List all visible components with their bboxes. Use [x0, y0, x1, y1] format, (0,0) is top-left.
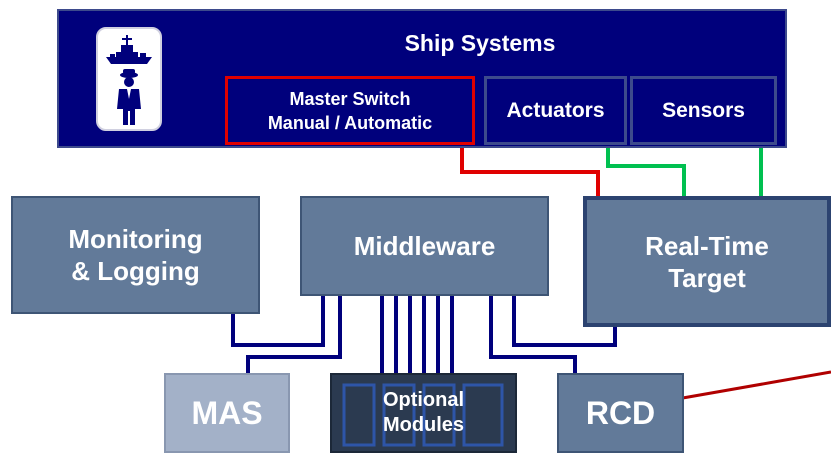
master-switch-label-2: Manual / Automatic	[267, 112, 433, 133]
actuators-box: Actuators	[484, 76, 627, 145]
rcd-link-line	[676, 370, 831, 401]
optional-label-1: Optional	[382, 389, 465, 411]
optional-modules-slots	[342, 383, 504, 447]
bus-line-realtime	[512, 296, 617, 347]
master-switch-label-1: Master Switch	[289, 88, 411, 109]
switch-line	[460, 145, 600, 196]
ship-systems-title: Ship Systems	[404, 30, 556, 56]
optional-label-2: Modules	[382, 414, 465, 436]
sensors-label: Sensors	[662, 98, 745, 122]
realtime-label-2: Target	[668, 262, 746, 293]
actuators-label: Actuators	[506, 98, 605, 122]
middleware-label: Middleware	[353, 230, 496, 261]
mas-box: MAS	[164, 373, 290, 453]
monitoring-label-2: & Logging	[71, 256, 200, 286]
actuator-line	[606, 145, 686, 196]
middleware-box: Middleware	[300, 196, 549, 296]
ship-captain-icon	[96, 27, 162, 131]
bus-line-mas	[246, 296, 342, 373]
rcd-label: RCD	[585, 394, 656, 431]
rcd-box: RCD	[557, 373, 684, 453]
master-switch-box: Master Switch Manual / Automatic	[225, 76, 475, 145]
realtime-label-1: Real-Time	[645, 230, 769, 261]
ship-icon-graphic	[106, 35, 152, 125]
monitoring-logging-box: Monitoring & Logging	[11, 196, 260, 314]
optional-modules-box: Optional Modules	[330, 373, 517, 453]
bus-line-monitoring	[231, 296, 325, 347]
sensors-box: Sensors	[630, 76, 777, 145]
monitoring-label-1: Monitoring	[68, 224, 203, 254]
bus-line-rcd	[489, 296, 577, 373]
real-time-target-box: Real-Time Target	[583, 196, 831, 327]
mas-label: MAS	[191, 394, 263, 431]
